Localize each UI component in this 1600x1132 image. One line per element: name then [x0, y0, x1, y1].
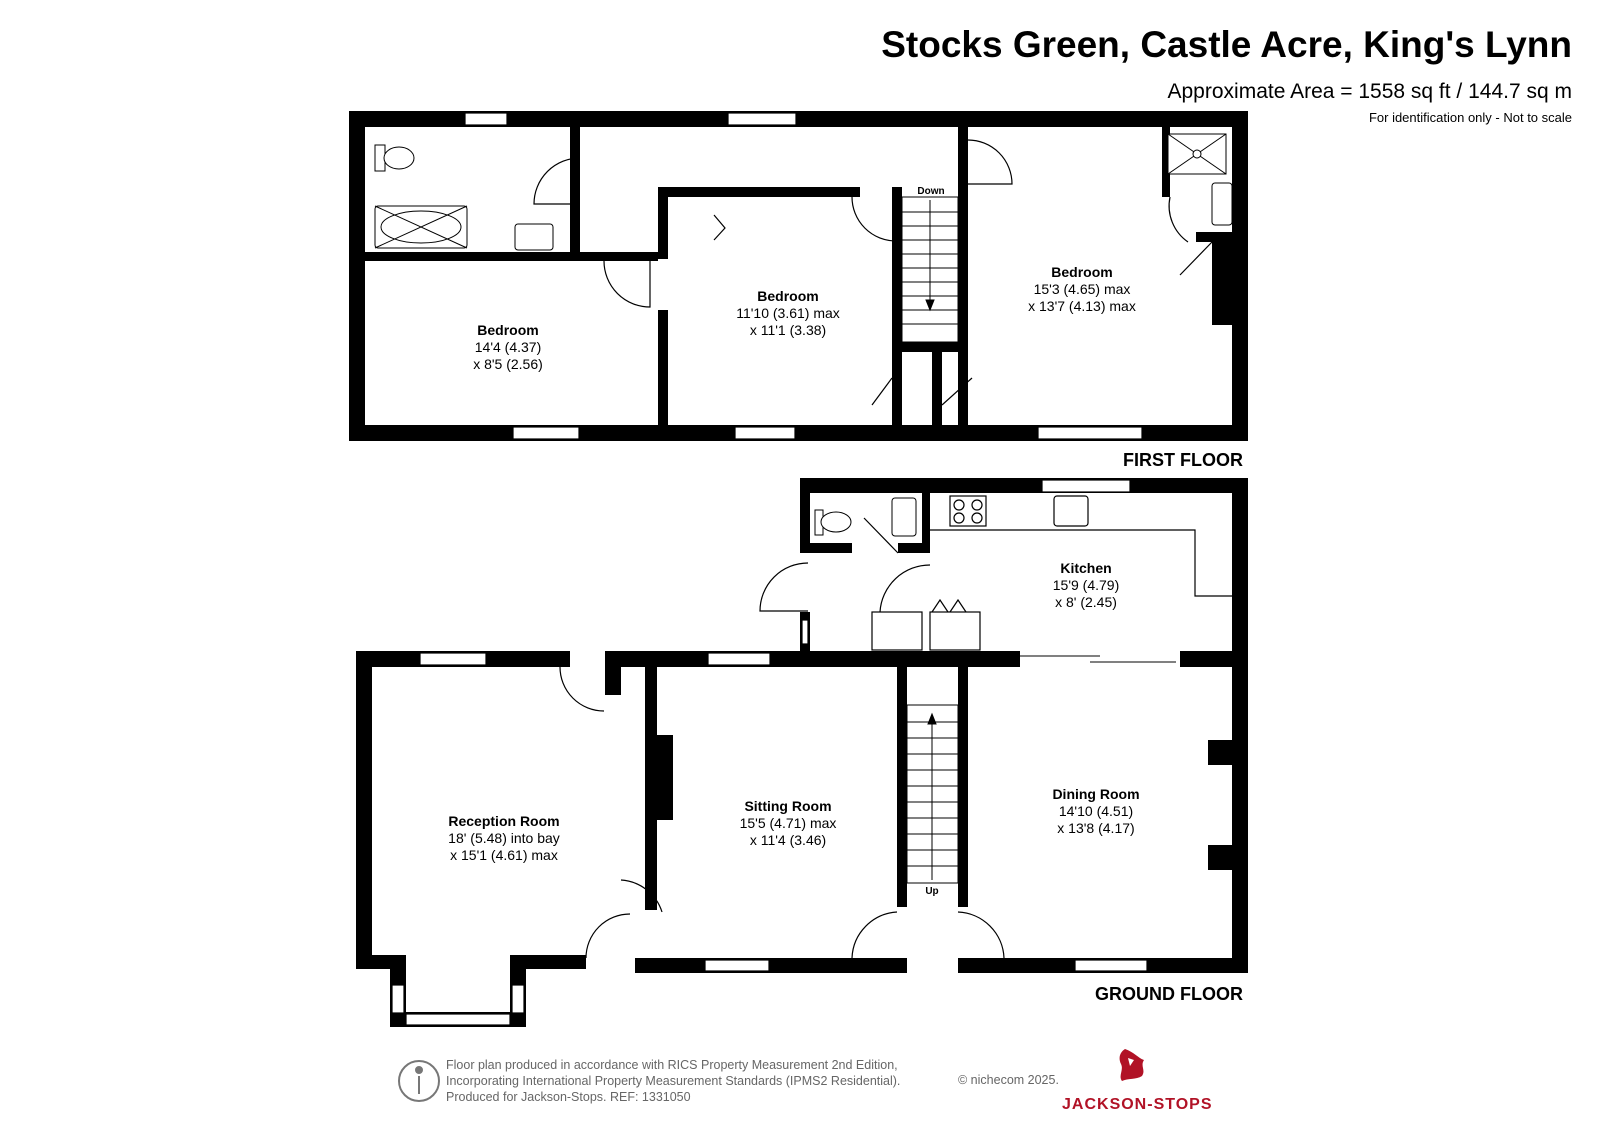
wall	[922, 493, 930, 543]
wall	[658, 187, 860, 197]
wall	[800, 478, 810, 553]
wall	[1212, 240, 1232, 325]
bathroom-fixtures	[374, 133, 1233, 251]
first-floor-plan: Down Bedroom 14'4 (4.37) x 8'5 (2.56) Be…	[349, 111, 1248, 470]
jackson-stops-logo-icon	[1119, 1049, 1144, 1081]
room-name: Bedroom	[757, 288, 818, 304]
wall	[635, 958, 907, 973]
ground-floor-plan: Up Kitchen 15'9 (4.79) x 8' (2.45) Recep…	[356, 478, 1248, 1027]
room-name: Kitchen	[1060, 560, 1111, 576]
room-dimension: x 11'1 (3.38)	[750, 322, 826, 338]
wall	[658, 187, 668, 259]
wall	[892, 342, 968, 352]
wall	[1232, 111, 1248, 441]
room-dimension: x 13'7 (4.13) max	[1028, 298, 1136, 314]
room-dimension: x 15'1 (4.61) max	[450, 847, 558, 863]
wall	[1232, 478, 1248, 666]
room-dimension: 15'5 (4.71) max	[740, 815, 837, 831]
wall	[1162, 127, 1170, 197]
floor-label: GROUND FLOOR	[1095, 984, 1243, 1004]
room-dimension: 15'3 (4.65) max	[1034, 281, 1131, 297]
room-dimension: x 13'8 (4.17)	[1057, 820, 1134, 836]
wall	[800, 543, 852, 553]
info-person-icon	[398, 1060, 440, 1102]
wall	[932, 340, 942, 425]
room-dimension: x 8'5 (2.56)	[473, 356, 543, 372]
stairs-up-label: Up	[925, 886, 938, 897]
room-name: Reception Room	[448, 813, 559, 829]
wall	[645, 735, 673, 820]
approximate-area: Approximate Area = 1558 sq ft / 144.7 sq…	[1167, 80, 1573, 103]
doors	[533, 139, 1213, 406]
wall	[605, 651, 621, 695]
windows	[464, 112, 1143, 440]
wall	[1208, 740, 1232, 765]
page-title: Stocks Green, Castle Acre, King's Lynn	[881, 24, 1572, 65]
room-dimension: 14'10 (4.51)	[1059, 803, 1133, 819]
wall	[898, 543, 930, 553]
room-name: Bedroom	[477, 322, 538, 338]
footer-line: Incorporating International Property Mea…	[446, 1074, 901, 1088]
copyright: © nichecom 2025.	[958, 1073, 1059, 1087]
brand-name: JACKSON-STOPS	[1062, 1096, 1213, 1113]
room-dimension: 14'4 (4.37)	[475, 339, 542, 355]
wall	[570, 127, 580, 252]
room-dimension: x 11'4 (3.46)	[750, 832, 826, 848]
kitchen-units	[871, 495, 1232, 651]
room-dimension: 15'9 (4.79)	[1053, 577, 1120, 593]
disclaimer-note: For identification only - Not to scale	[1368, 110, 1572, 125]
wall	[349, 111, 365, 441]
footer-line: Produced for Jackson-Stops. REF: 1331050	[446, 1090, 691, 1104]
stairs	[901, 196, 959, 343]
wall	[658, 310, 668, 425]
sliding-doors	[1020, 651, 1180, 667]
room-name: Bedroom	[1051, 264, 1112, 280]
wall	[958, 127, 968, 425]
wall	[1196, 232, 1232, 242]
stairs-down-label: Down	[917, 186, 944, 197]
wall	[1232, 651, 1248, 973]
sliding-doors	[1020, 655, 1176, 663]
doors	[559, 517, 1005, 959]
wall	[510, 955, 586, 969]
footer-disclaimer: Floor plan produced in accordance with R…	[446, 1057, 900, 1105]
footer-line: Floor plan produced in accordance with R…	[446, 1058, 898, 1072]
wall	[892, 187, 902, 425]
room-dimension: 18' (5.48) into bay	[448, 830, 560, 846]
wall	[897, 667, 907, 907]
floor-label: FIRST FLOOR	[1123, 450, 1243, 470]
wall	[356, 651, 372, 969]
wall	[1208, 845, 1232, 870]
wall	[604, 252, 658, 261]
wall	[958, 667, 968, 907]
room-dimension: x 8' (2.45)	[1055, 594, 1117, 610]
room-name: Dining Room	[1052, 786, 1139, 802]
wall	[365, 252, 605, 261]
wall	[800, 478, 1248, 493]
stairs	[906, 704, 959, 884]
wall	[349, 111, 1248, 127]
cloakroom-fixtures	[814, 497, 917, 537]
room-name: Sitting Room	[744, 798, 831, 814]
room-dimension: 11'10 (3.61) max	[736, 305, 840, 321]
windows	[391, 479, 1148, 1026]
